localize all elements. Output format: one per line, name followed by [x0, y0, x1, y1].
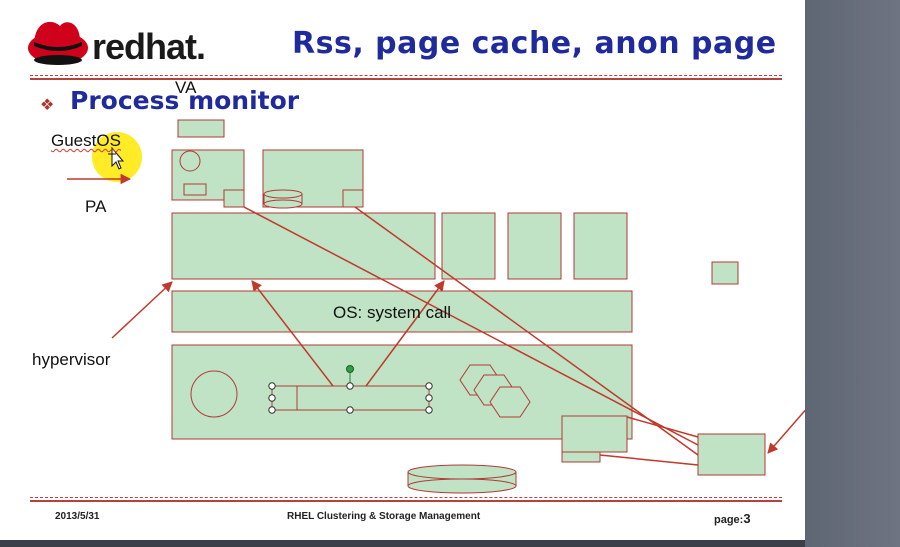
page-box-2	[342, 189, 364, 208]
process-small-rect	[183, 183, 207, 196]
external-arrow	[767, 409, 805, 454]
resize-handle-n[interactable]	[346, 382, 354, 390]
footer-title: RHEL Clustering & Storage Management	[287, 511, 481, 522]
resize-handle-nw[interactable]	[268, 382, 276, 390]
redhat-wordmark: redhat.	[92, 26, 206, 67]
footer-page-label: page:	[714, 514, 744, 526]
hv-page-tab	[561, 451, 601, 463]
hypervisor-label-arrow	[111, 281, 173, 339]
footer-date: 2013/5/31	[55, 511, 100, 522]
hv-page-box	[561, 415, 628, 453]
hat-band	[34, 42, 82, 51]
resize-handle-sw[interactable]	[268, 406, 276, 414]
guest-box-3	[507, 212, 562, 280]
hat-shadow	[34, 55, 82, 65]
mapping-line-4	[599, 454, 699, 466]
page-box-1	[223, 189, 245, 208]
guest-memory-box	[171, 212, 436, 280]
section-heading: Process monitor	[70, 86, 300, 115]
process-disk	[263, 189, 303, 209]
hat-crown	[34, 21, 81, 46]
standalone-box	[711, 261, 739, 285]
host-memory-box	[697, 433, 766, 476]
resize-handle-se[interactable]	[425, 406, 433, 414]
guest-box-2	[441, 212, 496, 280]
os-system-call-label: OS: system call	[333, 303, 452, 322]
resize-handle-w[interactable]	[268, 394, 276, 402]
window-bottom-edge	[0, 540, 805, 547]
diagram-canvas	[28, 21, 805, 494]
mapping-line-3	[626, 416, 699, 438]
header-rule-dashed	[30, 75, 782, 76]
os-system-call-bar	[171, 290, 633, 333]
hexagon-group	[459, 364, 531, 418]
va-label: VA	[175, 78, 197, 97]
pa-label: PA	[85, 197, 107, 216]
resize-handle-s[interactable]	[346, 406, 354, 414]
header-rule-solid	[30, 78, 782, 80]
process-circle	[179, 150, 201, 172]
footer-rule-dashed	[30, 497, 782, 498]
guest-os-label: GuestOS	[51, 131, 121, 150]
arrow-to-guest-box	[365, 280, 445, 387]
move-cursor-icon	[108, 146, 125, 170]
redhat-logo	[28, 21, 88, 65]
va-box	[177, 119, 225, 138]
storage-disk	[407, 464, 517, 494]
mapping-line-1	[243, 206, 699, 446]
slide-title: Rss, page cache, anon page	[292, 26, 777, 61]
footer-rule-solid	[30, 500, 782, 502]
resize-handle-e[interactable]	[425, 394, 433, 402]
footer-page-number: 3	[743, 511, 751, 526]
guest-box-4	[573, 212, 628, 280]
hypervisor-circle	[190, 370, 238, 418]
arrow-to-guest-memory	[251, 280, 334, 387]
diamond-bullet-icon: ❖	[40, 97, 55, 114]
footer-page: page:3	[714, 511, 751, 526]
rotate-handle[interactable]	[346, 365, 354, 373]
hypervisor-label: hypervisor	[32, 350, 111, 369]
window-background	[805, 0, 900, 547]
mapping-line-2	[354, 206, 699, 456]
resize-handle-ne[interactable]	[425, 382, 433, 390]
selected-shape[interactable]	[268, 365, 433, 414]
